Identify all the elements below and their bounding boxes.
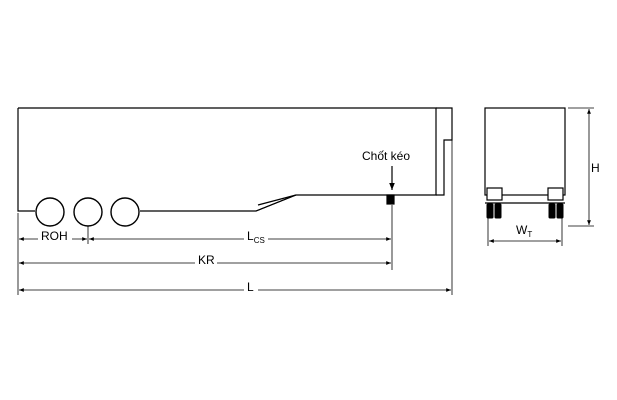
roh-label: ROH — [41, 229, 68, 243]
wt-label: WT — [516, 223, 532, 239]
lcs-label: LCS — [247, 229, 265, 245]
kr-label: KR — [198, 253, 215, 267]
rear-wheel-left-1 — [486, 203, 494, 219]
rear-right-lamp — [547, 187, 564, 201]
h-label: H — [591, 161, 600, 175]
trailer-wheels — [35, 197, 140, 227]
trailer-front-section — [436, 107, 453, 196]
rear-wheel-left-2 — [494, 203, 502, 219]
rear-wheel-right-2 — [556, 203, 564, 219]
rear-body — [484, 107, 566, 196]
rear-left-lamp — [486, 187, 503, 201]
trailer-body-outline — [17, 107, 437, 212]
rear-dimension-lines — [487, 107, 594, 246]
trailer-side-view — [17, 107, 453, 212]
wheel-1 — [35, 197, 65, 227]
chassis-slope — [257, 194, 297, 206]
wheel-2 — [73, 197, 103, 227]
rear-wheel-right-1 — [548, 203, 556, 219]
wheel-3 — [110, 197, 140, 227]
rear-wheels — [486, 203, 564, 219]
side-dimension-lines — [17, 140, 453, 295]
chassis-rail — [255, 194, 297, 212]
kingpin-label: Chốt kéo — [362, 149, 410, 163]
trailer-rear-view — [484, 107, 566, 204]
l-label: L — [247, 280, 254, 294]
kingpin-block — [386, 194, 395, 205]
